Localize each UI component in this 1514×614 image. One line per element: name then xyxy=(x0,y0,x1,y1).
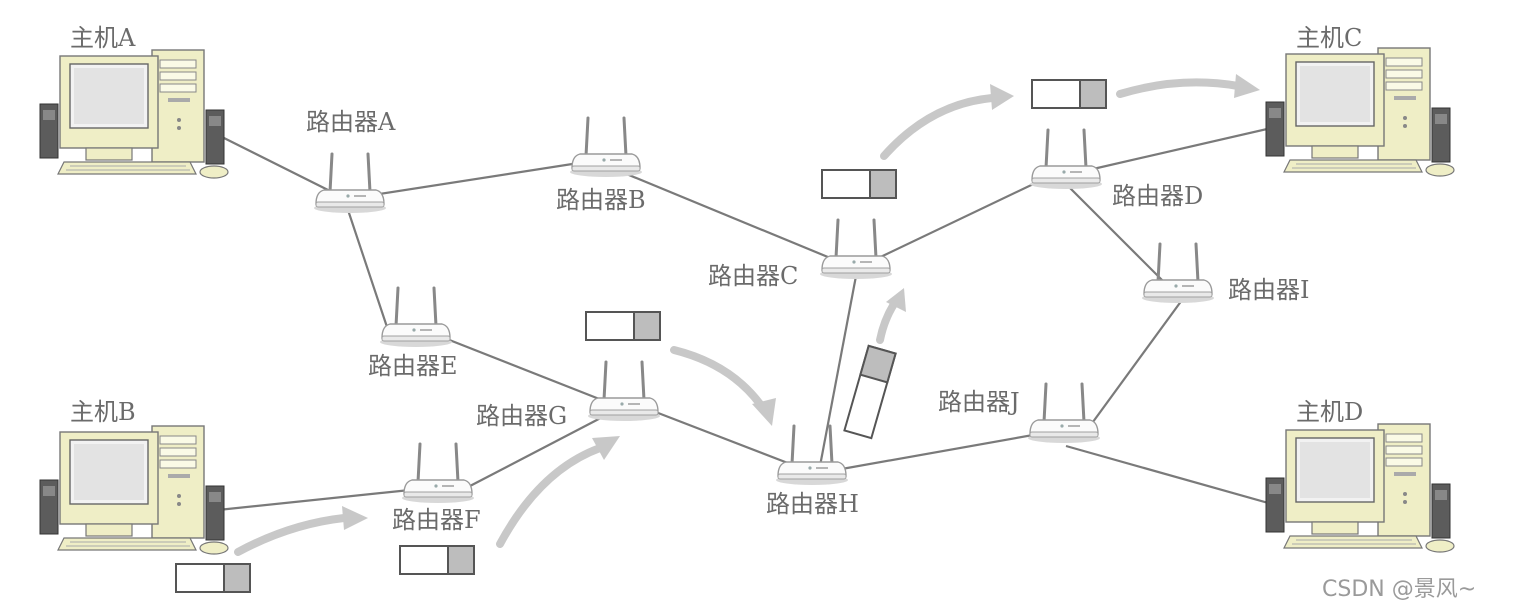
flow-arrow-5 xyxy=(880,94,996,160)
router-i-label: 路由器I xyxy=(1228,276,1309,304)
host-d-computer-icon xyxy=(1265,423,1455,553)
host-b-label: 主机B xyxy=(70,398,136,426)
router-j-icon xyxy=(1026,382,1102,445)
flow-arrow-2 xyxy=(496,444,604,548)
router-g-icon xyxy=(586,360,662,423)
host-d-label: 主机D xyxy=(1296,398,1363,426)
packet-flow-arrows xyxy=(234,74,1260,556)
watermark: CSDN @景风~ xyxy=(1322,577,1476,602)
flow-arrow-5-head xyxy=(990,84,1014,110)
router-f-icon xyxy=(400,442,476,505)
packet-1 xyxy=(175,563,251,593)
router-i-icon xyxy=(1140,242,1216,305)
host-c-computer-icon xyxy=(1265,47,1455,177)
router-e-icon xyxy=(378,286,454,349)
router-b-icon xyxy=(568,116,644,179)
link-routera-routere xyxy=(346,209,390,331)
link-routerh-routerj xyxy=(835,430,1051,472)
flow-arrow-6 xyxy=(1116,78,1242,98)
labels: 主机A 主机B 主机C 主机D 路由器A 路由器B 路由器C 路由器D 路由器E… xyxy=(70,24,1476,602)
flow-arrow-4 xyxy=(876,300,898,344)
router-c-label: 路由器C xyxy=(708,262,798,290)
flow-arrow-3-head xyxy=(752,398,776,426)
links xyxy=(215,124,1281,512)
link-routere-routerg xyxy=(423,328,613,406)
link-routerd-hostc xyxy=(1079,124,1281,174)
flow-arrow-1 xyxy=(234,514,348,556)
router-g-label: 路由器G xyxy=(476,402,567,430)
host-b-computer-icon xyxy=(39,425,229,555)
link-hostb-routerf xyxy=(217,488,411,512)
routers xyxy=(312,116,1216,505)
router-d-label: 路由器D xyxy=(1112,182,1203,210)
link-routerb-routerc xyxy=(611,166,841,264)
link-routerj-hostd xyxy=(1065,444,1273,506)
flow-arrow-3 xyxy=(670,346,764,408)
link-hosta-routera xyxy=(215,133,341,197)
router-f-label: 路由器F xyxy=(392,506,481,534)
packet-5 xyxy=(821,169,897,199)
router-a-icon xyxy=(312,152,388,215)
router-c-icon xyxy=(818,218,894,281)
link-routerc-routerh xyxy=(818,275,858,467)
link-routerd-routeri xyxy=(1067,185,1173,291)
flow-arrow-6-head xyxy=(1234,74,1260,98)
link-routera-routerb xyxy=(359,158,599,199)
flow-arrow-4-head xyxy=(886,288,906,312)
host-a-computer-icon xyxy=(39,49,229,179)
router-d-icon xyxy=(1028,128,1104,191)
router-b-label: 路由器B xyxy=(556,186,646,214)
link-routeri-routerj xyxy=(1089,299,1183,427)
router-a-label: 路由器A xyxy=(306,108,396,136)
flow-arrow-1-head xyxy=(342,506,368,530)
link-routerf-routerg xyxy=(469,409,617,487)
router-e-label: 路由器E xyxy=(368,352,458,380)
router-h-label: 路由器H xyxy=(766,490,859,518)
router-h-icon xyxy=(774,424,850,487)
packet-4 xyxy=(843,344,897,440)
link-routerg-routerh xyxy=(639,404,807,472)
packet-2 xyxy=(399,545,475,575)
packet-3 xyxy=(585,311,661,341)
packets xyxy=(175,79,1107,593)
flow-arrow-2-head xyxy=(592,436,620,460)
host-c-label: 主机C xyxy=(1296,24,1362,52)
router-j-label: 路由器J xyxy=(938,388,1020,416)
packet-6 xyxy=(1031,79,1107,109)
link-routerc-routerd xyxy=(869,177,1047,263)
host-a-label: 主机A xyxy=(70,24,136,52)
